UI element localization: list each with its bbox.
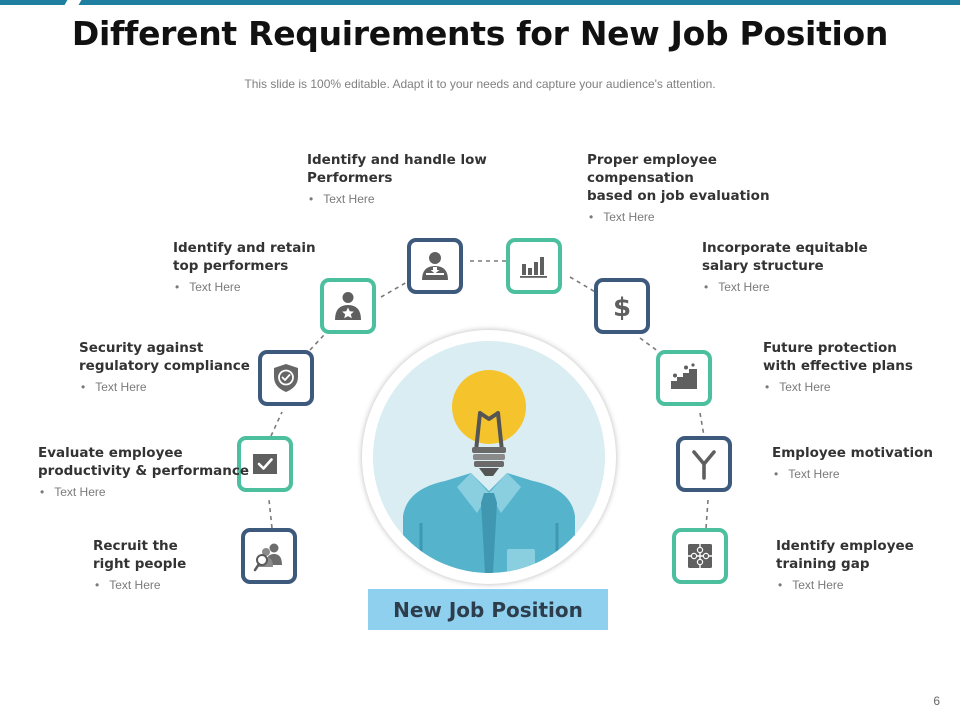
node-future[interactable]	[656, 350, 712, 406]
label-retain: Identify and retain top performers •Text…	[173, 239, 413, 295]
connector-7-8	[639, 337, 660, 353]
label-bullet: •Text Here	[95, 578, 161, 592]
label-heading: Security against regulatory compliance	[79, 340, 250, 374]
label-bullet: •Text Here	[309, 192, 375, 206]
label-heading: Future protection with effective plans	[763, 340, 913, 374]
node-salary[interactable]: $	[594, 278, 650, 334]
top-accent-bar	[0, 0, 960, 5]
label-bullet: •Text Here	[704, 280, 770, 294]
people-search-icon	[253, 543, 282, 572]
growth-steps-icon	[671, 363, 697, 389]
slide-subtitle: This slide is 100% editable. Adapt it to…	[244, 77, 716, 91]
connector-1-2	[268, 499, 273, 529]
node-recruit[interactable]	[241, 528, 297, 584]
star-employee-icon	[335, 292, 361, 320]
connector-3-4	[309, 334, 325, 351]
connector-4-5	[380, 280, 410, 298]
employee-download-icon	[422, 252, 448, 280]
label-bullet: •Text Here	[81, 380, 147, 394]
label-heading: Identify and retain top performers	[173, 240, 316, 274]
label-heading: Proper employee compensation based on jo…	[587, 152, 770, 204]
svg-text:$: $	[613, 293, 631, 323]
label-bullet: •Text Here	[765, 380, 831, 394]
label-heading: Evaluate employee productivity & perform…	[38, 445, 250, 479]
label-compensation: Proper employee compensation based on jo…	[587, 151, 827, 225]
connector-9-10	[705, 499, 709, 529]
node-low-performers[interactable]	[407, 238, 463, 294]
node-training[interactable]	[672, 528, 728, 584]
label-low-performers: Identify and handle low Performers •Text…	[307, 151, 547, 207]
label-bullet: •Text Here	[774, 467, 840, 481]
node-evaluate[interactable]	[237, 436, 293, 492]
label-heading: Identify and handle low Performers	[307, 152, 487, 186]
node-compensation[interactable]	[506, 238, 562, 294]
center-disc	[373, 341, 605, 573]
label-bullet: •Text Here	[778, 578, 844, 592]
label-future: Future protection with effective plans •…	[763, 339, 953, 395]
lightbulb-head-person-icon	[403, 370, 575, 573]
label-heading: Incorporate equitable salary structure	[702, 240, 868, 274]
connector-2-3	[270, 411, 283, 437]
label-bullet: •Text Here	[40, 485, 106, 499]
fork-arrow-icon	[692, 450, 716, 480]
checkbox-icon	[253, 454, 277, 474]
node-motivation[interactable]	[676, 436, 732, 492]
puzzle-icon	[688, 544, 712, 568]
node-retain[interactable]	[320, 278, 376, 334]
connector-6-7	[569, 276, 598, 294]
center-caption: New Job Position	[368, 589, 608, 630]
label-recruit: Recruit the right people •Text Here	[93, 537, 333, 593]
label-evaluate: Evaluate employee productivity & perform…	[38, 444, 278, 500]
label-bullet: •Text Here	[175, 280, 241, 294]
label-heading: Employee motivation	[772, 445, 933, 461]
shield-check-icon	[274, 364, 298, 392]
label-salary: Incorporate equitable salary structure •…	[702, 239, 942, 295]
connector-8-9	[699, 412, 705, 437]
slide-title: Different Requirements for New Job Posit…	[71, 14, 889, 53]
label-heading: Recruit the right people	[93, 538, 187, 572]
label-bullet: •Text Here	[589, 210, 655, 224]
label-motivation: Employee motivation •Text Here	[772, 444, 952, 482]
label-training: Identify employee training gap •Text Her…	[776, 537, 952, 593]
page-number: 6	[933, 694, 940, 708]
label-security: Security against regulatory compliance •…	[79, 339, 319, 395]
dollar-icon: $	[613, 293, 631, 323]
label-heading: Identify employee training gap	[776, 538, 914, 572]
bar-chart-icon	[520, 257, 547, 278]
node-security[interactable]	[258, 350, 314, 406]
